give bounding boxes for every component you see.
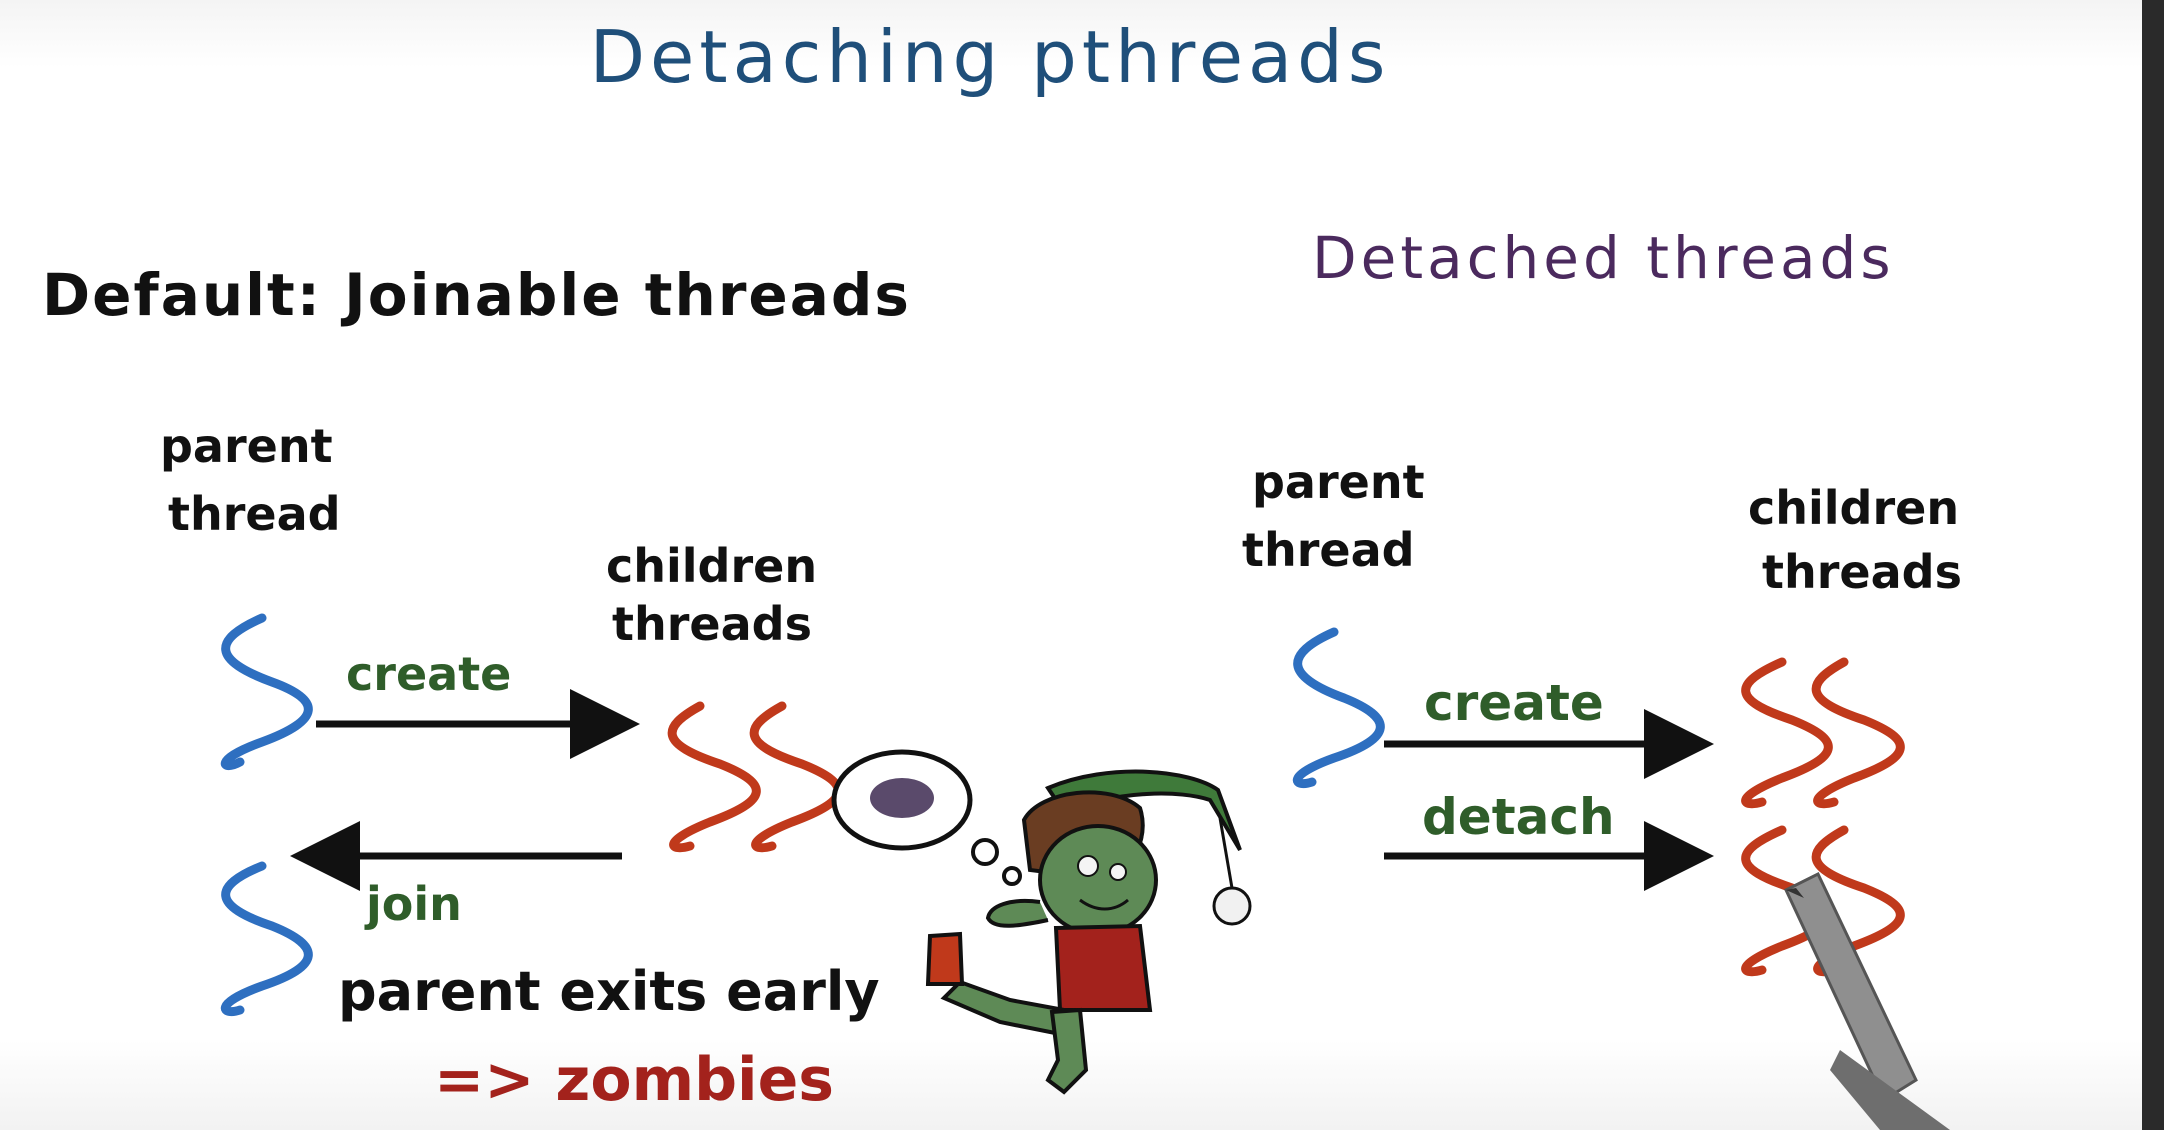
left-heading: Default: Joinable threads [42, 261, 911, 329]
right-children-label-line1: children [1748, 481, 1959, 535]
left-parent-label-line2: thread [168, 487, 341, 541]
right-heading: Detached threads [1312, 224, 1895, 292]
right-parent-thread [1293, 627, 1385, 789]
right-create-label: create [1424, 674, 1604, 732]
frame-edge [2142, 0, 2164, 1130]
pen-icon [1784, 871, 1950, 1130]
left-note: parent exits early [338, 960, 880, 1023]
left-join-label: join [364, 877, 462, 931]
left-child-thread-1 [667, 701, 761, 853]
left-result: => zombies [434, 1045, 834, 1115]
zombie-elf-illustration [831, 749, 1252, 1095]
right-parent-label-line1: parent [1252, 455, 1425, 509]
right-child-thread-2 [1811, 657, 1905, 809]
left-child-thread-2 [749, 701, 843, 853]
left-parent-thread-bottom [221, 861, 313, 1017]
left-create-label: create [346, 647, 511, 701]
left-children-label-line1: children [606, 539, 817, 593]
right-children-label-line2: threads [1762, 545, 1962, 599]
left-parent-label-line1: parent [160, 419, 333, 473]
page-title: Detaching pthreads [590, 15, 1391, 99]
left-children-label-line2: threads [612, 597, 812, 651]
right-child-thread-4 [1811, 825, 1905, 977]
right-child-thread-1 [1741, 657, 1833, 809]
left-parent-thread-top [221, 613, 313, 770]
right-parent-label-line2: thread [1242, 523, 1415, 577]
right-detach-label: detach [1422, 788, 1615, 846]
